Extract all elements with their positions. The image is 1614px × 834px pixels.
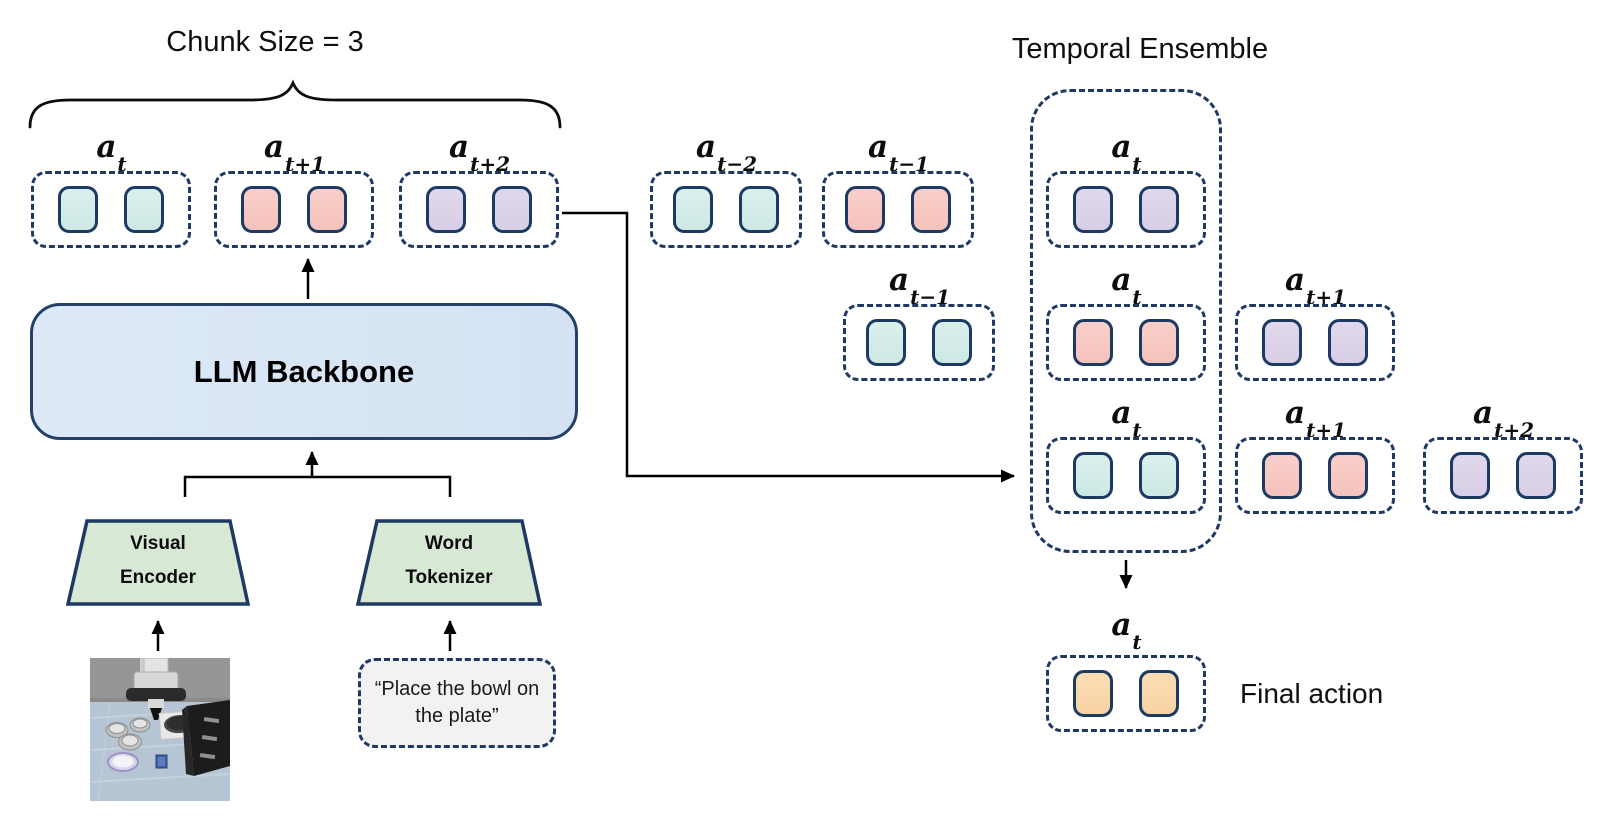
action-token — [241, 186, 281, 233]
action-token — [1139, 452, 1179, 499]
visual-encoder-label: Visual Encoder — [119, 533, 197, 588]
llm-backbone-box: LLM Backbone — [30, 303, 578, 440]
final-action-caption: Final action — [1240, 678, 1384, 709]
action-token — [1328, 319, 1368, 366]
chunk-label-a-t: at — [96, 129, 127, 177]
chunk-label: at+1 — [1284, 395, 1346, 443]
action-token — [1262, 319, 1302, 366]
action-chunk — [650, 171, 802, 248]
instruction-text-box: “Place the bowl on the plate” — [358, 658, 556, 748]
action-token — [1262, 452, 1302, 499]
action-token — [673, 186, 713, 233]
action-token — [845, 186, 885, 233]
action-chunk — [1046, 304, 1206, 381]
action-token — [426, 186, 466, 233]
action-chunk — [1423, 437, 1583, 514]
robot-scene-image — [90, 658, 230, 801]
action-chunk — [822, 171, 974, 248]
action-chunk — [1235, 304, 1395, 381]
chunk-label: at+2 — [1472, 395, 1534, 443]
chunk-label: at — [1111, 395, 1142, 443]
chunk-label: at−1 — [867, 129, 929, 177]
action-token — [1450, 452, 1490, 499]
action-chunk — [399, 171, 559, 248]
action-token — [1073, 319, 1113, 366]
action-token — [307, 186, 347, 233]
action-token — [866, 319, 906, 366]
chunk-label: at — [1111, 262, 1142, 310]
temporal-ensemble-title: Temporal Ensemble — [1011, 33, 1269, 65]
encoder-merge-line — [183, 475, 452, 497]
llm-backbone-label: LLM Backbone — [193, 353, 415, 389]
action-chunk — [1046, 437, 1206, 514]
chunk-label: at−1 — [888, 262, 950, 310]
chunk-label-a-t1: at+1 — [263, 129, 325, 177]
action-token — [1073, 670, 1113, 717]
action-token — [124, 186, 164, 233]
chunk-label: at — [1111, 129, 1142, 177]
action-chunk — [1235, 437, 1395, 514]
chunk-label: at−2 — [695, 129, 757, 177]
action-token — [739, 186, 779, 233]
action-token — [492, 186, 532, 233]
action-chunk — [214, 171, 374, 248]
chunk-size-title: Chunk Size = 3 — [166, 26, 364, 58]
chunk-label-a-t2: at+2 — [448, 129, 510, 177]
action-token — [1516, 452, 1556, 499]
brace-chunk-size — [28, 79, 562, 129]
action-chunk — [843, 304, 995, 381]
action-token — [932, 319, 972, 366]
action-token — [58, 186, 98, 233]
action-token — [1073, 186, 1113, 233]
action-token — [1073, 452, 1113, 499]
action-token — [1139, 186, 1179, 233]
action-token — [1139, 319, 1179, 366]
action-token — [1328, 452, 1368, 499]
ensemble-column-container — [1030, 89, 1222, 553]
final-action-chunk — [1046, 655, 1206, 732]
final-action-label: at — [1111, 607, 1142, 655]
word-tokenizer-label: Word Tokenizer — [405, 533, 493, 588]
chunk-label: at+1 — [1284, 262, 1346, 310]
action-token — [911, 186, 951, 233]
action-token — [1139, 670, 1179, 717]
action-chunk — [1046, 171, 1206, 248]
action-chunk — [31, 171, 191, 248]
